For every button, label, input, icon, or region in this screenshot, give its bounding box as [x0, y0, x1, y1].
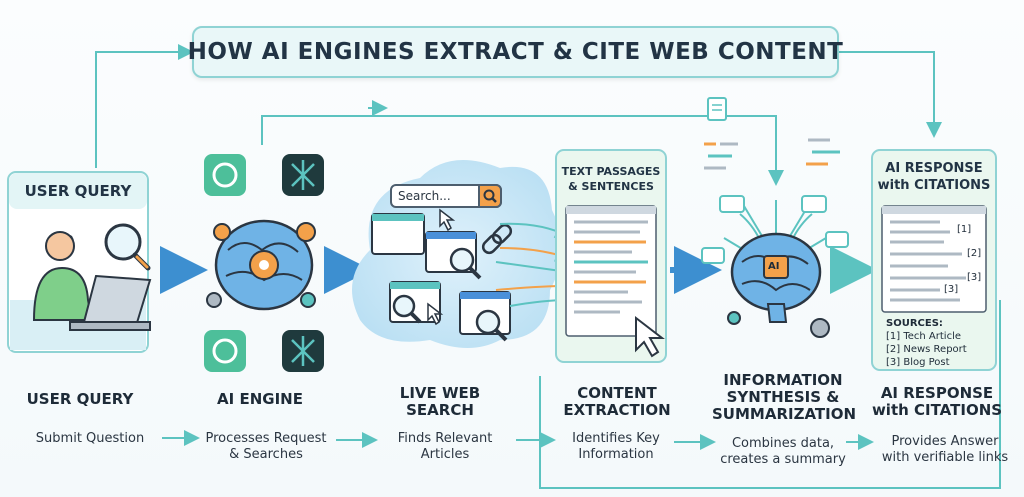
citation-marker: [3]: [967, 272, 982, 283]
stage-desc-user-query: Submit Question: [20, 431, 160, 447]
stage-title-line: SYNTHESIS &: [726, 388, 840, 406]
stage-desc-information-synthesis: Combines data, creates a summary: [712, 436, 854, 468]
search-input: Search...: [390, 184, 502, 208]
source-item: [3] Blog Post: [886, 357, 950, 368]
sources-label: SOURCES:: [886, 318, 943, 329]
document-icon: [707, 97, 727, 121]
user-query-card-label: USER QUERY: [24, 182, 132, 200]
stage-title-live-web-search: LIVE WEB SEARCH: [380, 385, 500, 419]
text-passages-heading: TEXT PASSAGES & SENTENCES: [556, 164, 666, 194]
stage-title-content-extraction: CONTENT EXTRACTION: [555, 385, 679, 419]
cursor-icon: [427, 208, 665, 358]
stage-title-line: with CITATIONS: [871, 401, 1003, 419]
brain-chip-label: AI: [768, 261, 780, 272]
stage-desc-ai-engine: Processes Request & Searches: [196, 431, 336, 463]
stage-title-line: SUMMARIZATION: [712, 405, 857, 423]
stage-desc-line: Submit Question: [35, 431, 145, 446]
stage-title-line: AI RESPONSE: [880, 384, 994, 402]
magnifier-icon: [104, 223, 151, 271]
stage-title-line: SEARCH: [406, 401, 474, 419]
stage-desc-line: with verifiable links: [881, 450, 1009, 465]
ai-response-card: [871, 149, 997, 371]
stage-desc-line: Provides Answer: [891, 434, 999, 449]
ai-response-card-heading: AI RESPONSE with CITATIONS: [872, 160, 996, 194]
synthesis-brain-icon: [723, 200, 827, 323]
stage-title-line: EXTRACTION: [563, 401, 671, 419]
text-passages-card: [555, 149, 667, 363]
gear-icon: [727, 311, 830, 338]
gear-icon: [206, 222, 316, 308]
data-lines-icon: [704, 138, 840, 170]
stage-title-line: INFORMATION: [723, 371, 843, 389]
citation-marker: [1]: [957, 224, 972, 235]
stage-desc-line: Combines data,: [731, 436, 835, 451]
stage-desc-live-web-search: Finds Relevant Articles: [380, 431, 510, 463]
stage-title-line: CONTENT: [577, 384, 657, 402]
text-passages-line: TEXT PASSAGES: [561, 165, 661, 178]
stage-desc-line: creates a summary: [720, 452, 846, 467]
brain-gear-icon: [214, 219, 314, 311]
ai-response-line: with CITATIONS: [877, 178, 991, 193]
stage-desc-line: & Searches: [229, 447, 303, 462]
stage-desc-line: Information: [578, 447, 654, 462]
stage-title-user-query: USER QUERY: [10, 391, 150, 408]
stage-desc-ai-response: Provides Answer with verifiable links: [870, 434, 1020, 466]
stage-title-line: USER QUERY: [26, 390, 134, 408]
text-passages-line: & SENTENCES: [568, 180, 654, 193]
ai-logo-icon: [204, 154, 324, 372]
stage-title-ai-engine: AI ENGINE: [190, 391, 330, 408]
user-at-laptop-icon: [10, 231, 152, 350]
page-title: HOW AI ENGINES EXTRACT & CITE WEB CONTEN…: [187, 39, 844, 65]
stage-title-information-synthesis: INFORMATION SYNTHESIS & SUMMARIZATION: [712, 371, 857, 423]
citation-marker: [2]: [967, 248, 982, 259]
title-banner: HOW AI ENGINES EXTRACT & CITE WEB CONTEN…: [188, 26, 843, 78]
source-item: [2] News Report: [886, 344, 967, 355]
speech-bubble-icon: [701, 195, 849, 264]
ai-response-line: AI RESPONSE: [885, 161, 983, 176]
search-placeholder: Search...: [398, 189, 451, 203]
stage-desc-content-extraction: Identifies Key Information: [556, 431, 676, 463]
stage-title-ai-response: AI RESPONSE with CITATIONS: [870, 385, 1004, 419]
stage-desc-line: Identifies Key: [572, 431, 660, 446]
stage-desc-line: Articles: [420, 447, 470, 462]
citation-marker: [3]: [944, 284, 959, 295]
stage-desc-line: Finds Relevant: [397, 431, 493, 446]
description-arrows: [162, 430, 874, 450]
stage-desc-line: Processes Request: [205, 431, 327, 446]
source-item: [1] Tech Article: [886, 331, 961, 342]
link-icon: [481, 223, 513, 255]
stage-title-line: LIVE WEB: [399, 384, 481, 402]
search-icon: [478, 184, 502, 208]
stage-title-line: AI ENGINE: [217, 390, 303, 408]
